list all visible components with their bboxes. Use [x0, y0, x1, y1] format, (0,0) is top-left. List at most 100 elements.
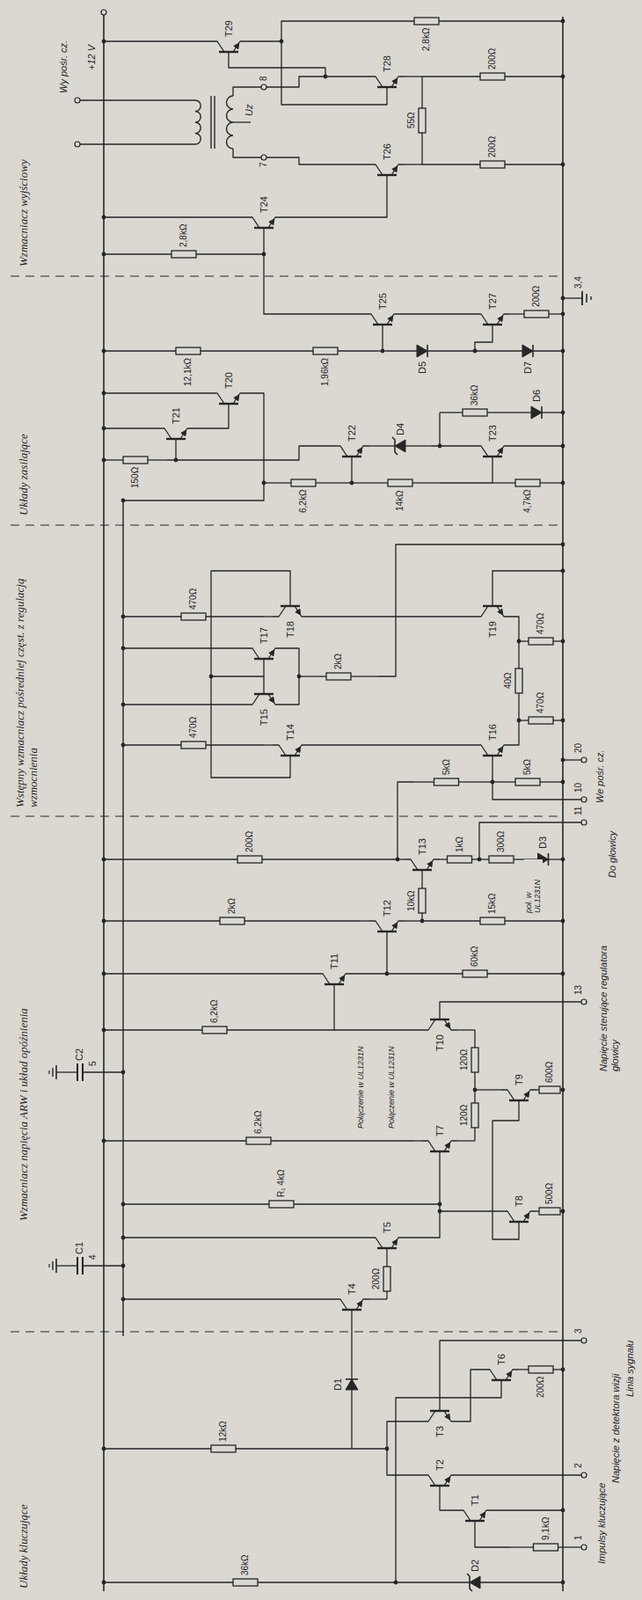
transistor-symbol [474, 1520, 475, 1532]
diode-symbol [522, 344, 533, 358]
transistor-label: T11 [328, 952, 341, 971]
transistor-symbol [444, 1140, 458, 1152]
emitter-arrow [269, 218, 275, 226]
section-divider [10, 1331, 563, 1333]
transistor-symbol [262, 683, 264, 694]
transistor-symbol [444, 1019, 458, 1030]
transistor-symbol [422, 1140, 436, 1152]
wire [539, 481, 563, 483]
wire [404, 75, 423, 77]
wire [513, 858, 524, 860]
ground-symbol [48, 1070, 50, 1074]
transistor-label: T27 [487, 291, 499, 311]
resistor-value: 6,2kΩ [298, 488, 309, 514]
junction-dot [102, 1138, 107, 1144]
wire [504, 75, 563, 77]
resistor-value: 60kΩ [469, 944, 481, 968]
emitter-arrow [497, 608, 504, 615]
wire [395, 1390, 502, 1583]
wire [350, 675, 379, 677]
wire [103, 459, 124, 460]
wire [281, 185, 387, 218]
resistor-symbol [313, 347, 338, 355]
resistor-symbol [462, 970, 488, 978]
ground-symbol [55, 1065, 58, 1080]
terminal [581, 1472, 587, 1478]
transistor-symbol [246, 648, 260, 659]
transistor-symbol [280, 754, 300, 757]
diode-symbol [416, 344, 428, 358]
junction-dot [561, 569, 566, 574]
section-heading: Wstępny wzmacniacz pośredniej częst. z r… [14, 533, 41, 809]
resistor-value: 10kΩ [406, 889, 417, 912]
diode-symbol [469, 1575, 481, 1589]
transistor-symbol [430, 1484, 450, 1487]
emitter-arrow [392, 166, 398, 173]
transistor-symbol [369, 164, 383, 176]
resistor-value: 1,96kΩ [320, 357, 331, 387]
junction-dot [121, 702, 126, 708]
wire [281, 648, 300, 705]
wire [103, 350, 176, 351]
terminal-number: 5 [87, 1059, 99, 1067]
wire [337, 350, 379, 351]
resistor-symbol [202, 1026, 227, 1034]
wire [405, 445, 431, 446]
junction-dot [385, 1446, 390, 1452]
diode-label: D2 [469, 1558, 482, 1573]
transistor-symbol [342, 455, 362, 458]
resistor-symbol [181, 741, 206, 749]
resistor-symbol [462, 408, 488, 416]
wire [381, 335, 383, 351]
resistor-symbol [539, 1207, 561, 1215]
resistor-symbol [471, 1102, 479, 1128]
terminal-number: 3,4 [573, 275, 584, 290]
wire [480, 1581, 563, 1583]
component-label: C1 [73, 1240, 86, 1255]
transistor-symbol [381, 324, 383, 336]
junction-dot [102, 426, 107, 431]
wire [487, 972, 563, 974]
junction-dot [121, 646, 126, 651]
resistor-value: 6,2kΩ [209, 999, 220, 1024]
transistor-symbol [386, 1247, 387, 1259]
transistor-label: T24 [258, 195, 270, 214]
diode-symbol [394, 439, 406, 453]
transistor-label: T26 [381, 142, 394, 161]
wire [474, 1029, 475, 1048]
wire [413, 780, 435, 782]
emitter-arrow [497, 746, 504, 753]
terminal-number: 10 [573, 781, 584, 794]
resistor-value: 500Ω [544, 1181, 555, 1205]
terminal-number: 2 [573, 1461, 584, 1469]
transistor-symbol [438, 1151, 440, 1162]
junction-dot [477, 857, 482, 862]
transistor-symbol [422, 1019, 436, 1030]
transistor-symbol [500, 1379, 502, 1391]
resistor-value: 2kΩ [333, 652, 344, 671]
junction-dot [102, 391, 107, 396]
transistor-symbol [377, 1247, 397, 1249]
wire [103, 253, 172, 255]
wire [272, 350, 314, 351]
wire [123, 1203, 270, 1204]
wire [487, 411, 511, 413]
transistor-symbol [369, 76, 383, 88]
section-divider [10, 276, 563, 278]
resistor-value: 470Ω [188, 715, 199, 739]
transistor-label: T3 [434, 1424, 446, 1438]
transistor-label: T13 [416, 837, 429, 856]
diode-symbol [531, 406, 542, 419]
wire [103, 427, 159, 429]
diode-label: D1 [332, 1377, 344, 1392]
ground-symbol [590, 296, 591, 300]
wire [56, 1264, 78, 1266]
wire [200, 350, 273, 351]
transistor-label: T4 [346, 1282, 358, 1296]
wire [404, 919, 423, 921]
transistor-symbol [342, 1308, 362, 1311]
transistor-symbol [268, 693, 282, 705]
wire [474, 1531, 511, 1547]
transistor-symbol [294, 605, 308, 617]
